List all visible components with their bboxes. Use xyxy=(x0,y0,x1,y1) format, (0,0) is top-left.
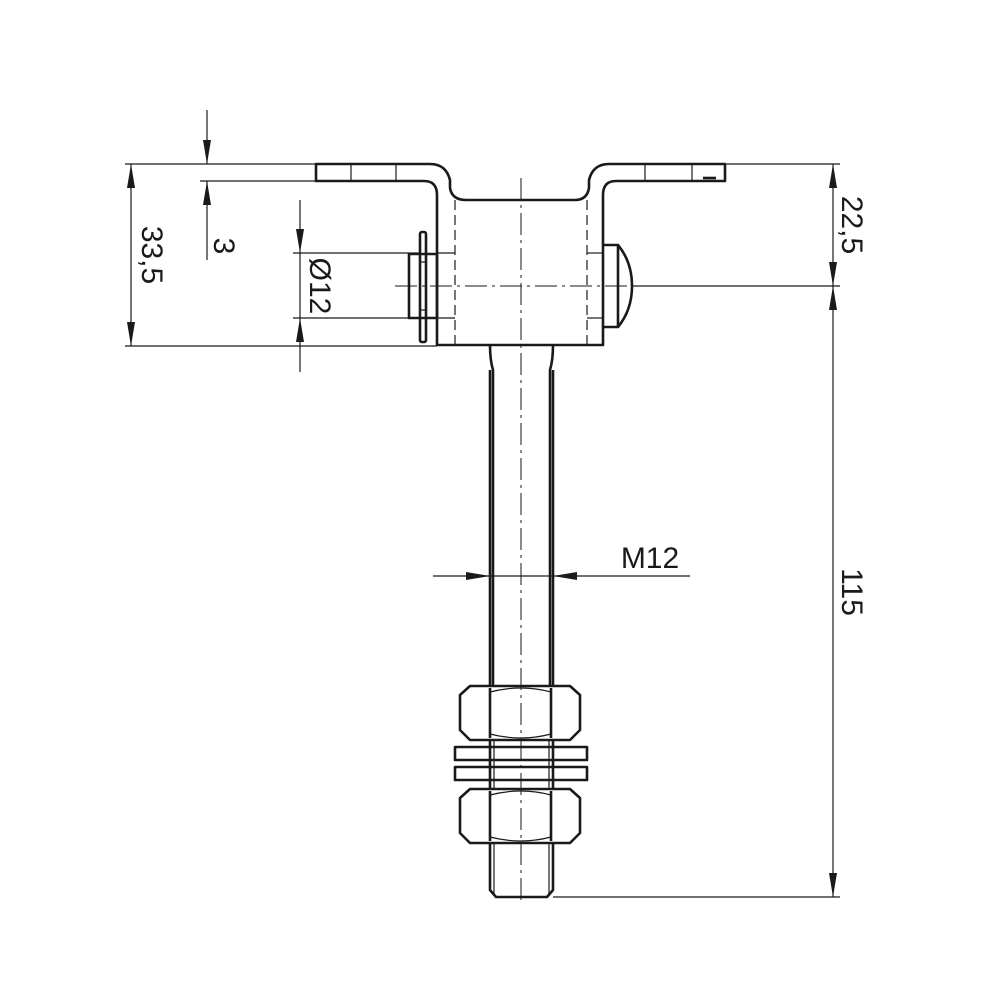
dim-thread: M12 xyxy=(433,542,690,580)
dim-top-to-axis: 22,5 xyxy=(632,163,868,287)
nut-upper xyxy=(458,684,582,742)
dim-label-diameter-12: Ø12 xyxy=(303,258,336,315)
dim-label-33-5: 33,5 xyxy=(135,226,168,284)
dim-flange-thickness: 3 xyxy=(200,110,316,260)
dim-axis-to-end: 115 xyxy=(553,286,868,898)
dim-bracket-height: 33,5 xyxy=(125,163,437,347)
bracket xyxy=(314,162,727,347)
dim-label-3: 3 xyxy=(207,238,240,255)
nut-lower xyxy=(458,787,582,845)
dim-hole-diameter: Ø12 xyxy=(293,200,420,372)
hole-plug xyxy=(407,230,439,344)
dim-label-m12: M12 xyxy=(621,542,679,575)
dim-label-115: 115 xyxy=(835,568,868,616)
dim-label-22-5: 22,5 xyxy=(835,196,868,254)
